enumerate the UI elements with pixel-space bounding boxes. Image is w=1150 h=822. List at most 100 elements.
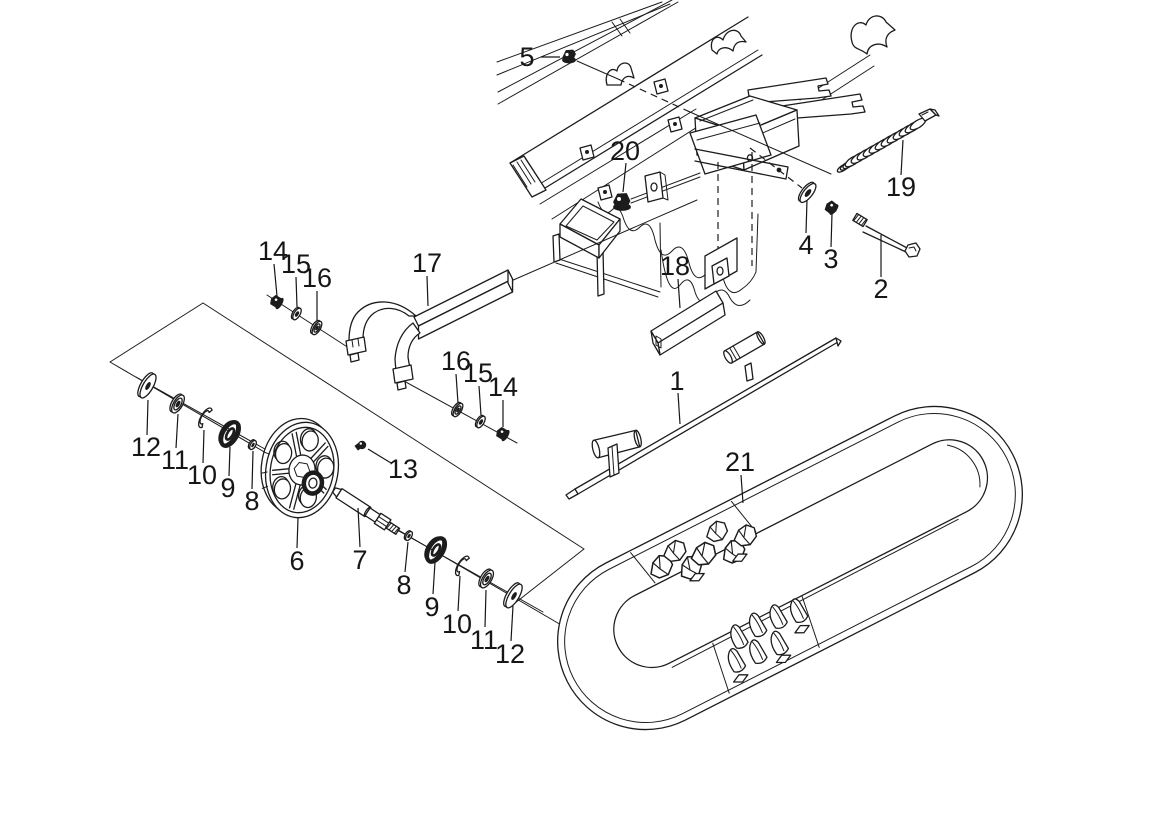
callout-leader-7 [357,507,361,548]
circlip-10-left [198,407,213,429]
support-bar [694,148,789,180]
callout-label-7: 7 [352,545,367,575]
hook-bracket [605,62,635,86]
tension-spring-bolt [836,108,940,173]
callout-leader-20 [622,162,627,193]
callout-label-8a: 8 [244,486,259,516]
callout-label-14a: 14 [258,236,288,266]
fork-tube [413,269,514,340]
axle-shaft-7 [331,487,401,535]
callout-label-6: 6 [289,546,304,576]
callout-label-11a: 11 [161,445,189,475]
callout-label-13: 13 [388,454,418,484]
nut-14-lower [496,426,510,442]
washer-16-upper [309,319,323,336]
axle-frame-1 [565,331,842,500]
bolt-2 [852,212,921,258]
tension-bolt-hardware [749,147,921,258]
callout-label-4: 4 [798,230,813,260]
hook-bracket [710,29,747,55]
callout-leader-10a [202,429,205,464]
callout-label-18: 18 [660,251,690,281]
tube-block [711,257,730,285]
bracket-20 [644,171,669,203]
callout-leader-13 [367,448,392,464]
callout-leader-18 [677,278,681,309]
callout-leader-11a [175,413,179,449]
callout-leader-21 [740,474,744,504]
callout-label-15a: 15 [281,249,311,279]
callout-leader-16b [455,373,459,404]
callout-leader-8a [251,450,254,490]
right-axle-hardware [396,529,544,613]
callout-leader-10b [457,575,461,612]
washer-15-upper [290,306,302,321]
mount-tube-18 [650,237,738,356]
callout-label-16a: 16 [302,263,332,293]
callout-label-14b: 14 [488,372,518,402]
washer-11-right [478,568,495,589]
spring-coils [844,117,927,168]
set-pin-13 [354,440,367,451]
callout-label-1: 1 [669,366,684,396]
callout-label-19: 19 [886,172,916,202]
callout-label-2: 2 [873,274,888,304]
flange-nut [562,49,576,64]
washer-15-lower [474,414,486,429]
callout-leader-11b [484,589,487,628]
callout-leader-6 [296,517,299,549]
callout-leader-17 [426,275,429,307]
callout-leader-4 [805,199,808,234]
callout-label-16b: 16 [441,346,471,376]
ring-8-left [247,439,258,451]
chassis-frame [496,0,896,306]
clevis-arm [747,77,832,104]
ring-8-right [403,530,414,542]
square-tube [650,290,726,356]
clevis-arm [781,93,866,120]
fork-yoke [345,301,421,391]
callout-label-20: 20 [610,136,640,166]
callout-leader-1 [677,392,681,425]
callout-label-10a: 10 [187,460,217,490]
callout-label-5: 5 [519,42,534,72]
callout-label-12b: 12 [495,639,525,669]
left-axle-hardware [135,372,273,454]
callout-leader-14a [273,263,278,297]
callout-label-10b: 10 [442,609,472,639]
callout-leader-9b [432,561,436,595]
pivot-sleeve [723,331,766,364]
washer-12-left [137,372,157,399]
callout-leader-12a [146,399,149,436]
nut-20-assembly [613,171,701,211]
s-bracket [850,15,896,55]
callout-leader-12b [510,605,514,642]
washer-4 [797,181,817,204]
frame-tab [597,184,613,201]
frame-tab [667,116,683,133]
callout-label-11b: 11 [470,625,498,655]
callout-label-12a: 12 [131,432,161,462]
nut-5-assembly [562,49,832,175]
flange-nut [613,193,631,211]
callout-leader-15b [478,385,482,416]
fork-arm-17 [266,199,698,444]
bearing-9-left [218,420,241,448]
washer-11-left [169,393,185,414]
bolt-head-19 [918,108,940,122]
rubber-track [557,405,1023,731]
callout-label-15b: 15 [463,358,493,388]
callout-leader-3 [830,213,833,248]
callout-label-21: 21 [725,447,755,477]
frame-tab [653,78,669,95]
bearing-9-right [424,536,448,564]
callout-leader-15a [295,276,298,308]
idler-wheel [260,417,340,519]
frame-tab [579,144,595,161]
callout-label-9a: 9 [220,473,235,503]
callout-label-9b: 9 [424,592,439,622]
callout-leader-8b [404,541,409,573]
